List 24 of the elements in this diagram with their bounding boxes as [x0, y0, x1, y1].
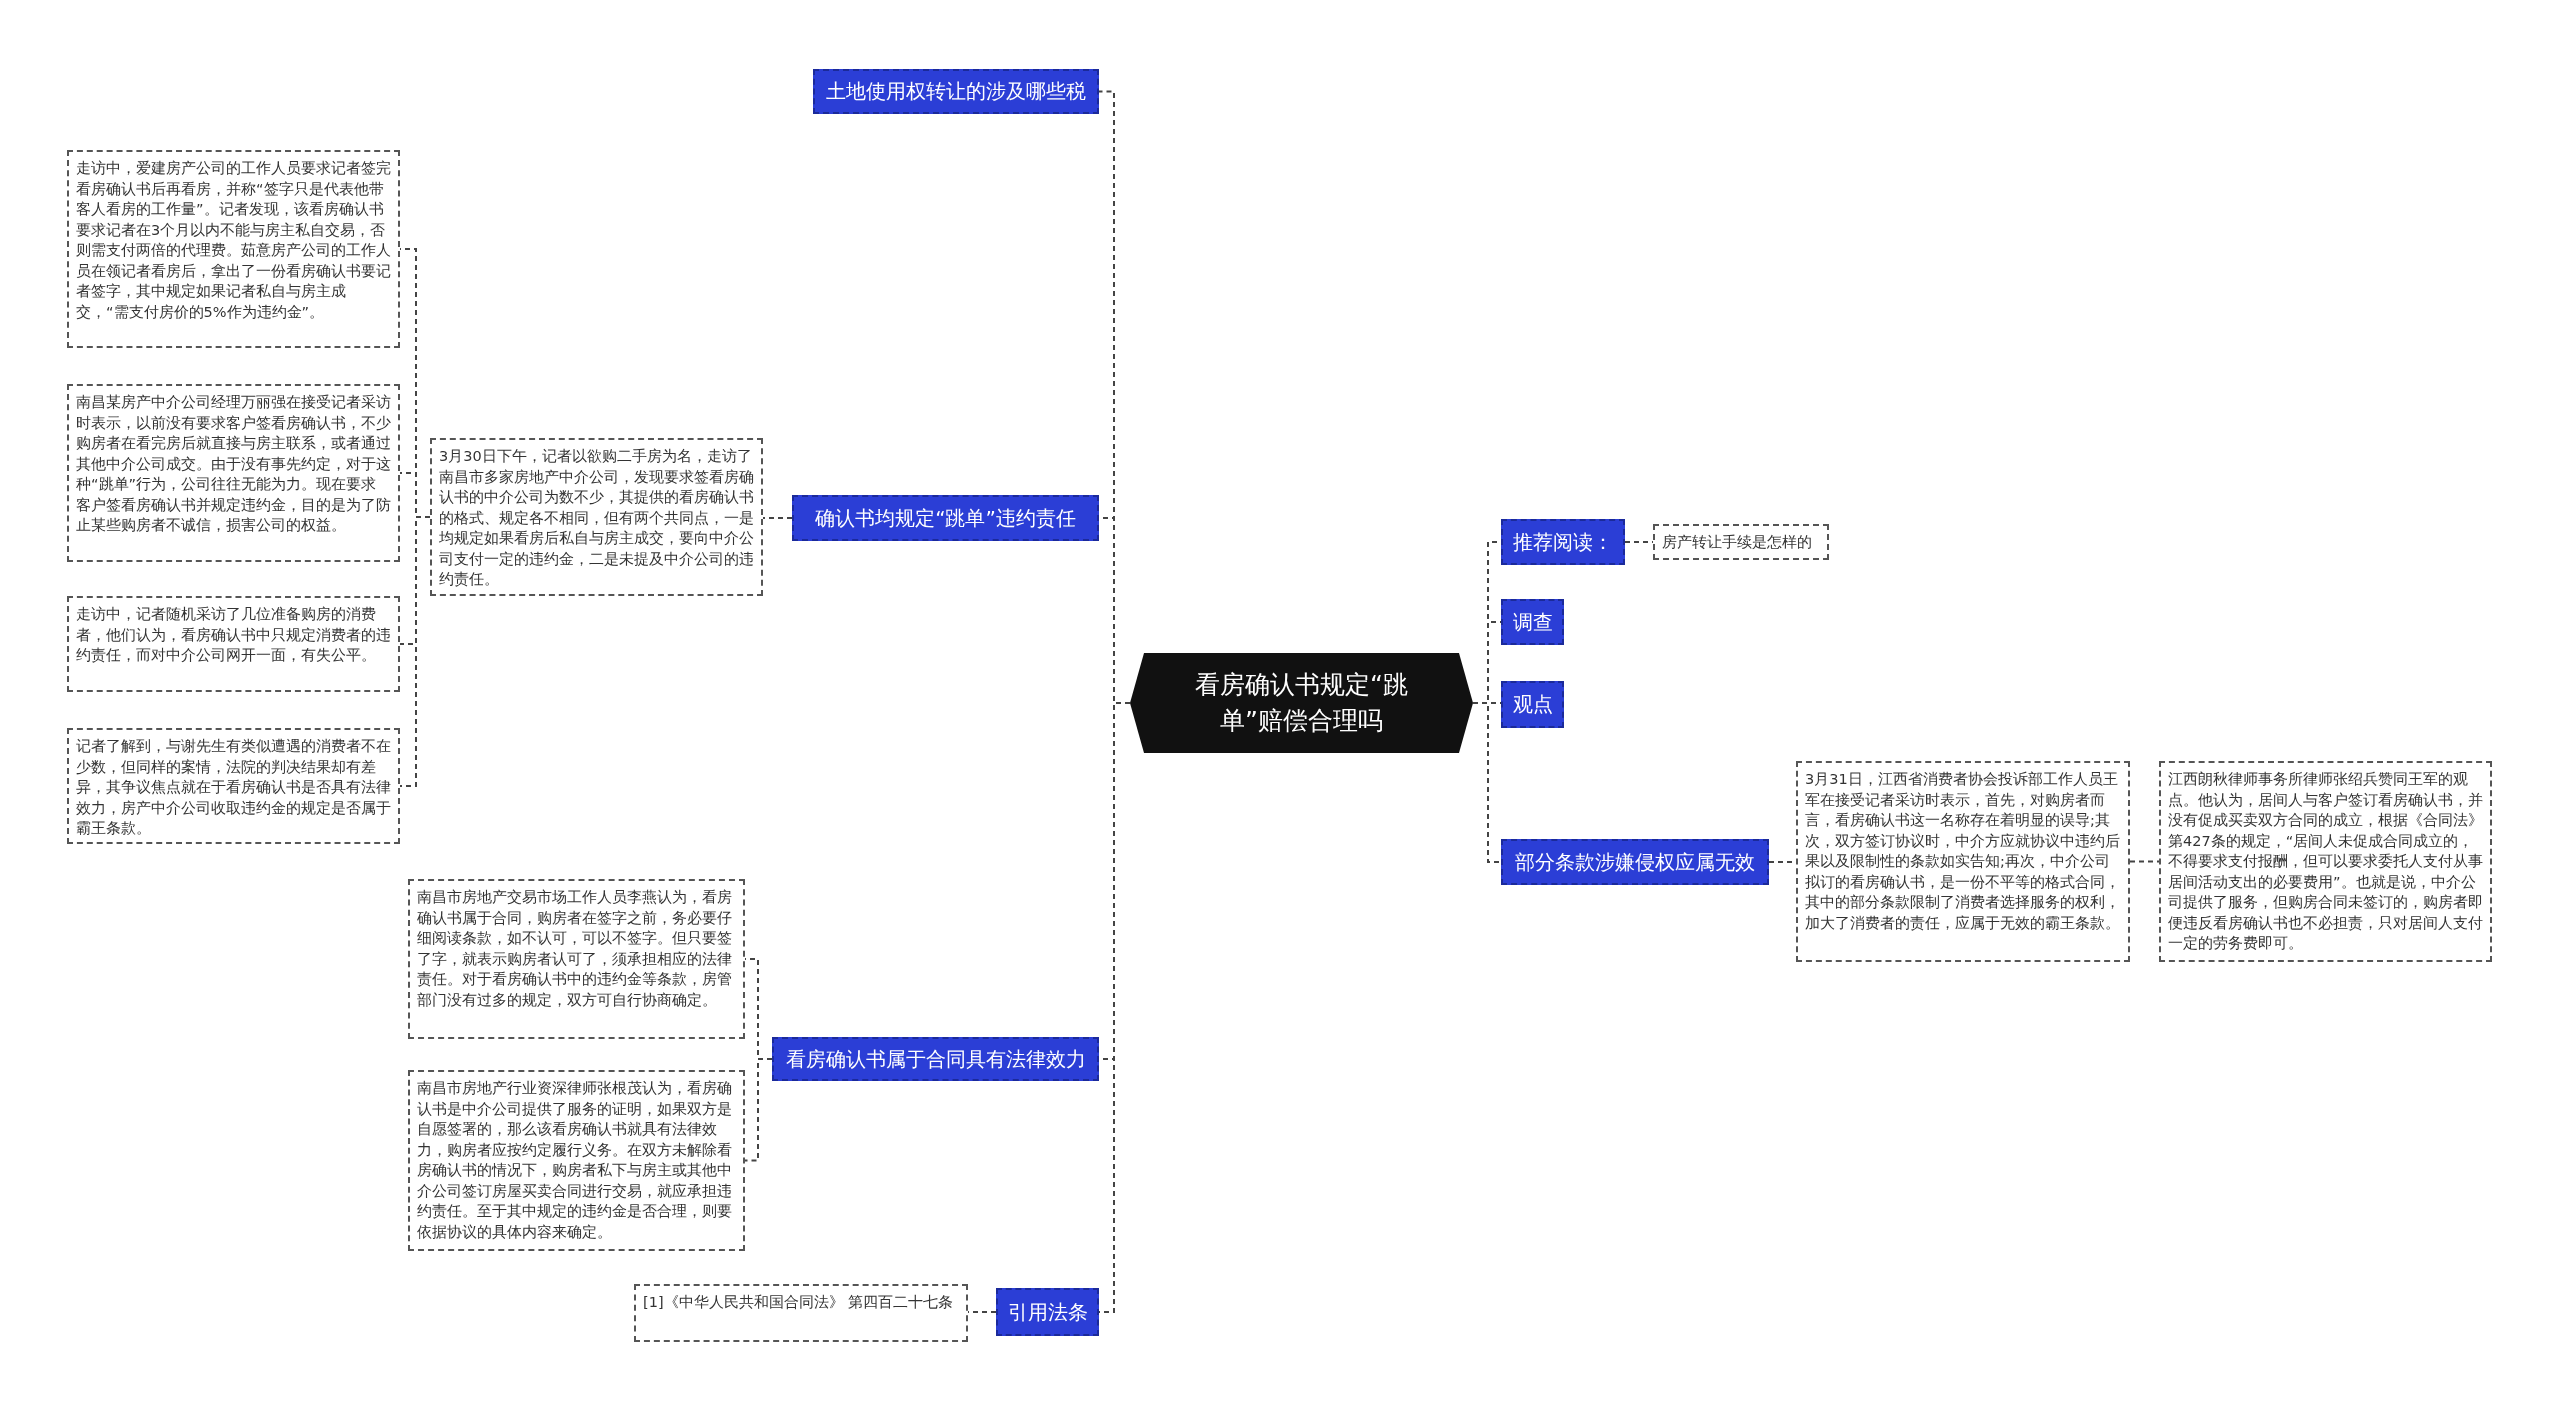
- topic-box: 部分条款涉嫌侵权应属无效: [1501, 839, 1769, 885]
- topic-box: 土地使用权转让的涉及哪些税: [813, 69, 1099, 114]
- text-card: 南昌市房地产交易市场工作人员李燕认为，看房确认书属于合同，购房者在签字之前，务必要仔细阅读条款，如不认可，可以不签字。但只要签了字，就表示购房者认可了，须承担相应的法律责任。对于看房确认书中的违约金等条款，房管部门没有过多的规定，双方可自行协商确定。: [408, 879, 745, 1039]
- connector-line: [1472, 702, 1502, 863]
- connector-line: [762, 517, 793, 519]
- text-card: 3月31日，江西省消费者协会投诉部工作人员王军在接受记者采访时表示，首先，对购房者而言，看房确认书这一名称存在着明显的误导;其次，双方签订协议时，中介方应就协议中违约后果以及限制性的条款如实告知;再次，中介公司拟订的看房确认书，是一份不平等的格式合同，其中的部分条款限制了消费者选择服务的权利，加大了消费者的责任，应属于无效的霸王条款。: [1796, 761, 2130, 962]
- text-card: 南昌某房产中介公司经理万丽强在接受记者采访时表示，以前没有要求客户签看房确认书，不少购房者在看完房后就直接与房主联系，或者通过其他中介公司成交。由于没有事先约定，对于这种“跳单”行为，公司往往无能为力。现在要求客户签看房确认书并规定违约金，目的是为了防止某些购房者不诚信，损害公司的权益。: [67, 384, 400, 562]
- topic-box: 推荐阅读：: [1501, 519, 1625, 565]
- text-card: 走访中，记者随机采访了几位准备购房的消费者，他们认为，看房确认书中只规定消费者的违约责任，而对中介公司网开一面，有失公平。: [67, 596, 400, 692]
- topic-box: 引用法条: [996, 1288, 1099, 1336]
- topic-box: 调查: [1501, 599, 1564, 645]
- text-card: [1]《中华人民共和国合同法》 第四百二十七条: [634, 1284, 968, 1342]
- topic-box: 看房确认书属于合同具有法律效力: [772, 1037, 1099, 1081]
- text-card: 记者了解到，与谢先生有类似遭遇的消费者不在少数，但同样的案情，法院的判决结果却有差异，其争议焦点就在于看房确认书是否具有法律效力，房产中介公司收取违约金的规定是否属于霸王条款。: [67, 728, 400, 844]
- topic-box: 确认书均规定“跳单”违约责任: [792, 495, 1099, 541]
- text-card: 3月30日下午，记者以欲购二手房为名，走访了南昌市多家房地产中介公司，发现要求签看房确认书的中介公司为数不少，其提供的看房确认书的格式、规定各不相同，但有两个共同点，一是均规定如果看房后私自与房主成交，要向中介公司支付一定的违约金，二是未提及中介公司的违约责任。: [430, 438, 763, 596]
- central-topic: 看房确认书规定“跳单”赔偿合理吗: [1130, 653, 1473, 753]
- connector-line: [744, 1058, 773, 1162]
- text-card: 南昌市房地产行业资深律师张根茂认为，看房确认书是中介公司提供了服务的证明，如果双方是自愿签署的，那么该看房确认书就具有法律效力，购房者应按约定履行义务。在双方未解除看房确认书的情况下，购房者私下与房主或其他中介公司签订房屋买卖合同进行交易，就应承担违约责任。至于其中规定的违约金是否合理，则要依据协议的具体内容来确定。: [408, 1070, 745, 1251]
- text-card: 江西朗秋律师事务所律师张绍兵赞同王军的观点。他认为，居间人与客户签订看房确认书，并没有促成买卖双方合同的成立，根据《合同法》第427条的规定，“居间人未促成合同成立的，不得要求支付报酬，但可以要求委托人支付从事居间活动支出的必要费用”。也就是说，中介公司提供了服务，但购房合同未签订的，购房者即便违反看房确认书也不必担责，只对居间人支付一定的劳务费即可。: [2159, 761, 2492, 962]
- text-card: 走访中，爱建房产公司的工作人员要求记者签完看房确认书后再看房，并称“签字只是代表他带客人看房的工作量”。记者发现，该看房确认书要求记者在3个月以内不能与房主私自交易，否则需支付两倍的代理费。茹意房产公司的工作人员在领记者看房后，拿出了一份看房确认书要记者签字，其中规定如果记者私自与房主成交，“需支付房价的5%作为违约金”。: [67, 150, 400, 348]
- text-card: 房产转让手续是怎样的: [1653, 524, 1829, 560]
- topic-box: 观点: [1501, 681, 1564, 728]
- connector-line: [2129, 860, 2160, 863]
